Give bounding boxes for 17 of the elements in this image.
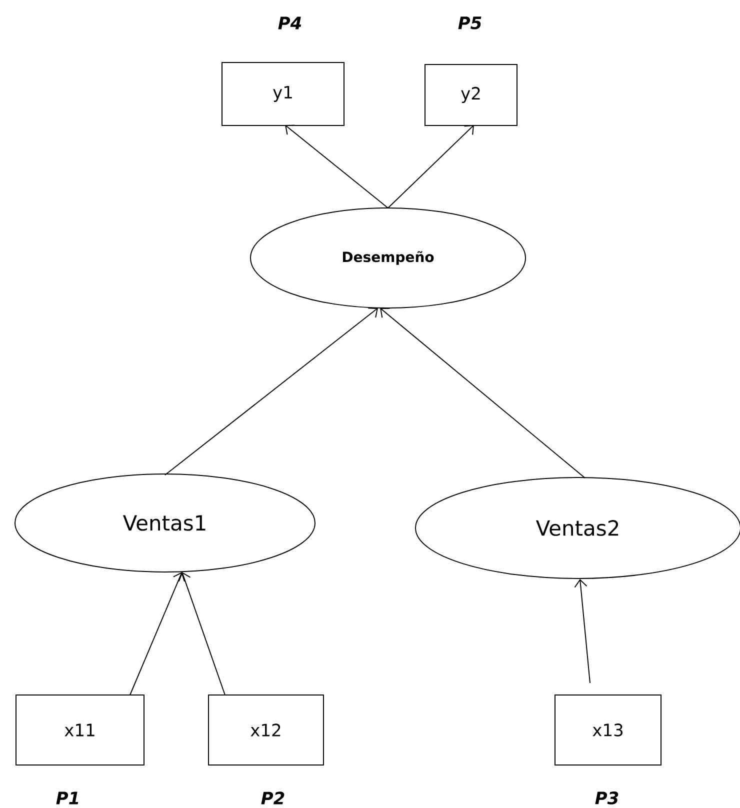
arrow (380, 308, 586, 478)
path-label: P1 (56, 792, 78, 804)
path-label: P3 (595, 792, 618, 804)
variable-box: x11 (16, 694, 144, 766)
arrow (285, 124, 388, 208)
variable-box: y2 (424, 64, 518, 126)
path-label: P5 (458, 16, 482, 30)
path-label: P4 (278, 16, 302, 30)
variable-box: x12 (208, 694, 324, 766)
path-label: P2 (261, 792, 284, 804)
variable-box: x13 (554, 694, 662, 766)
arrow (574, 579, 590, 684)
arrow (164, 308, 378, 476)
arrow (130, 572, 185, 696)
variable-box: y1 (222, 62, 344, 126)
arrow (388, 125, 474, 208)
arrow (178, 572, 226, 696)
